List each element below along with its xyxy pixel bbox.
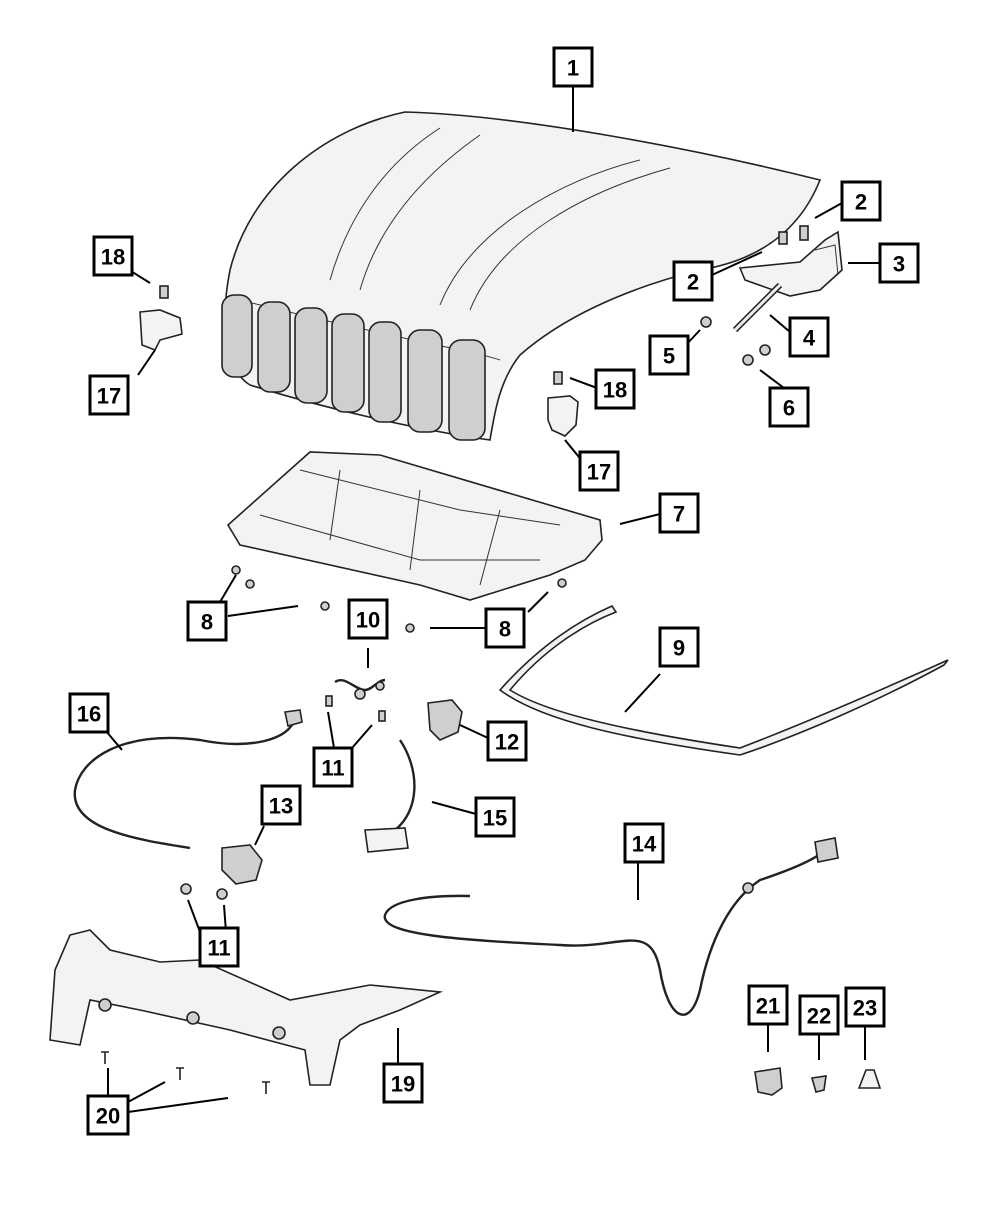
callout-17: 17: [88, 374, 130, 416]
bumper-bolt-left: [159, 285, 169, 299]
svg-text:1: 1: [567, 56, 579, 81]
callout-4: 4: [788, 316, 830, 358]
svg-text:8: 8: [499, 617, 511, 642]
svg-text:7: 7: [673, 502, 685, 527]
retainer-clip-21: [754, 1067, 783, 1096]
callout-15: 15: [474, 796, 516, 838]
svg-text:18: 18: [101, 245, 125, 270]
callout-13: 13: [260, 784, 302, 826]
callout-22: 22: [798, 994, 840, 1036]
bumper-bolt-right: [553, 371, 563, 385]
callout-23: 23: [844, 986, 886, 1028]
hood-prop-rod: [732, 282, 783, 333]
hood-seal: [498, 604, 949, 756]
svg-text:17: 17: [587, 460, 611, 485]
svg-text:22: 22: [807, 1004, 831, 1029]
hinge-bolt: [778, 225, 809, 245]
svg-text:15: 15: [483, 806, 507, 831]
insulator-retainer: [231, 565, 567, 633]
callout-17: 17: [578, 450, 620, 492]
callout-2: 2: [840, 180, 882, 222]
callout-1: 1: [552, 46, 594, 88]
hood-release-cable-bracket: [334, 678, 386, 700]
retainer-clip-22: [810, 1075, 827, 1093]
bumper-bracket-left: [139, 309, 183, 352]
svg-text:20: 20: [96, 1104, 120, 1129]
svg-text:5: 5: [663, 344, 675, 369]
callout-9: 9: [658, 626, 700, 668]
svg-text:17: 17: [97, 384, 121, 409]
svg-text:2: 2: [687, 270, 699, 295]
hood-release-cable-assembly: [383, 837, 839, 1016]
svg-text:14: 14: [632, 832, 657, 857]
svg-text:6: 6: [783, 396, 795, 421]
svg-text:13: 13: [269, 794, 293, 819]
callout-20: 20: [86, 1094, 130, 1136]
callout-6: 6: [768, 386, 810, 428]
latch-release-cable: [364, 739, 416, 853]
svg-text:2: 2: [855, 190, 867, 215]
svg-text:11: 11: [207, 936, 230, 961]
callout-8: 8: [484, 607, 526, 649]
svg-text:21: 21: [756, 994, 780, 1019]
push-pin-retainer: [101, 1051, 270, 1094]
bumper-bracket-right: [547, 395, 579, 437]
svg-text:12: 12: [495, 730, 519, 755]
callout-16: 16: [68, 692, 110, 734]
callout-21: 21: [747, 984, 789, 1026]
callout-18: 18: [594, 368, 636, 410]
svg-text:11: 11: [321, 756, 344, 781]
callout-12: 12: [486, 720, 528, 762]
callout-10: 10: [347, 598, 389, 640]
svg-text:3: 3: [893, 252, 905, 277]
hood-insulator: [226, 451, 603, 601]
svg-text:4: 4: [803, 326, 816, 351]
prop-rod-stud: [700, 316, 712, 328]
hood-release-cable: [73, 709, 303, 850]
hood-hinge: [738, 230, 843, 297]
callout-11: 11: [198, 926, 240, 968]
callout-11: 11: [312, 746, 354, 788]
callout-7: 7: [658, 492, 700, 534]
secondary-latch: [221, 844, 263, 885]
svg-text:9: 9: [673, 636, 685, 661]
radiator-closure-panel: [49, 929, 444, 1086]
svg-text:18: 18: [603, 378, 627, 403]
svg-text:8: 8: [201, 610, 213, 635]
svg-text:23: 23: [853, 996, 877, 1021]
svg-text:16: 16: [77, 702, 101, 727]
hood-latch: [427, 699, 463, 741]
bumper-stop-23: [857, 1069, 882, 1089]
svg-text:10: 10: [356, 608, 380, 633]
callout-14: 14: [623, 822, 665, 864]
callout-19: 19: [382, 1062, 424, 1104]
latch-screw: [180, 695, 386, 900]
callout-5: 5: [648, 334, 690, 376]
callout-3: 3: [878, 242, 920, 284]
hood-grille-openings: [221, 294, 486, 441]
hinge-nut: [742, 344, 771, 366]
callout-18: 18: [92, 235, 134, 277]
svg-text:19: 19: [391, 1072, 415, 1097]
hood-panel: [221, 111, 822, 441]
callout-8: 8: [186, 600, 228, 642]
callout-2: 2: [672, 260, 714, 302]
